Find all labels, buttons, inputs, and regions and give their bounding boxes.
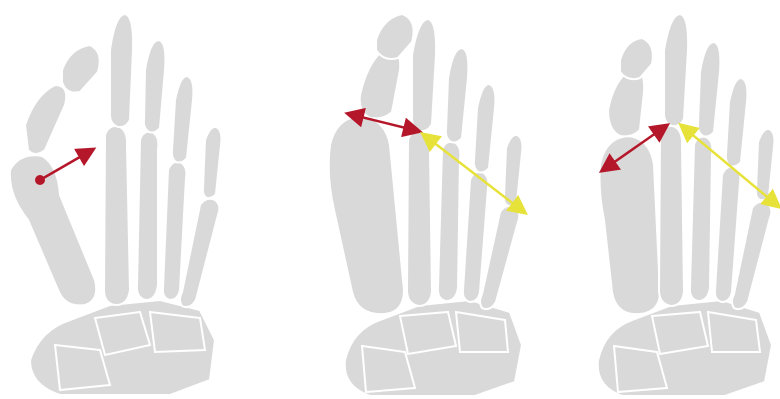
hallux-proximal-phalanx (25, 85, 66, 154)
toe-3-bones (446, 48, 469, 143)
fourth-metatarsal (163, 162, 187, 300)
third-metatarsal (690, 137, 713, 301)
third-metatarsal (137, 132, 158, 300)
toe-4-bones (172, 76, 194, 163)
first-metatarsal (329, 116, 404, 314)
fifth-metatarsal (180, 199, 219, 307)
toe-4-bones (726, 78, 748, 167)
foot-panel-1 (10, 14, 222, 395)
toe-5-bones (203, 127, 222, 198)
toe-2-bones (412, 19, 436, 131)
second-metatarsal (659, 126, 684, 306)
toe-3-bones (144, 40, 166, 133)
toe-2-bones (110, 14, 133, 127)
cuneiform-bone (400, 312, 456, 354)
foot-panel-2 (329, 14, 523, 396)
hallux-distal-phalanx (62, 45, 100, 93)
second-metatarsal (407, 131, 432, 306)
hallux-proximal-phalanx (608, 70, 644, 137)
third-metatarsal (438, 142, 461, 301)
hallux-distal-phalanx (620, 38, 653, 79)
toe-2-bones (664, 14, 688, 126)
first-metatarsal (600, 136, 661, 314)
foot-panel-3 (598, 14, 775, 396)
toe-3-bones (698, 42, 721, 137)
cuneiform-bone (150, 312, 205, 352)
cuneiform-bone (652, 312, 708, 354)
toe-4-bones (474, 84, 496, 173)
hallux-distal-phalanx (376, 14, 414, 59)
second-metatarsal (104, 126, 130, 305)
toe-5-bones (504, 135, 523, 206)
first-metatarsal (10, 155, 96, 305)
